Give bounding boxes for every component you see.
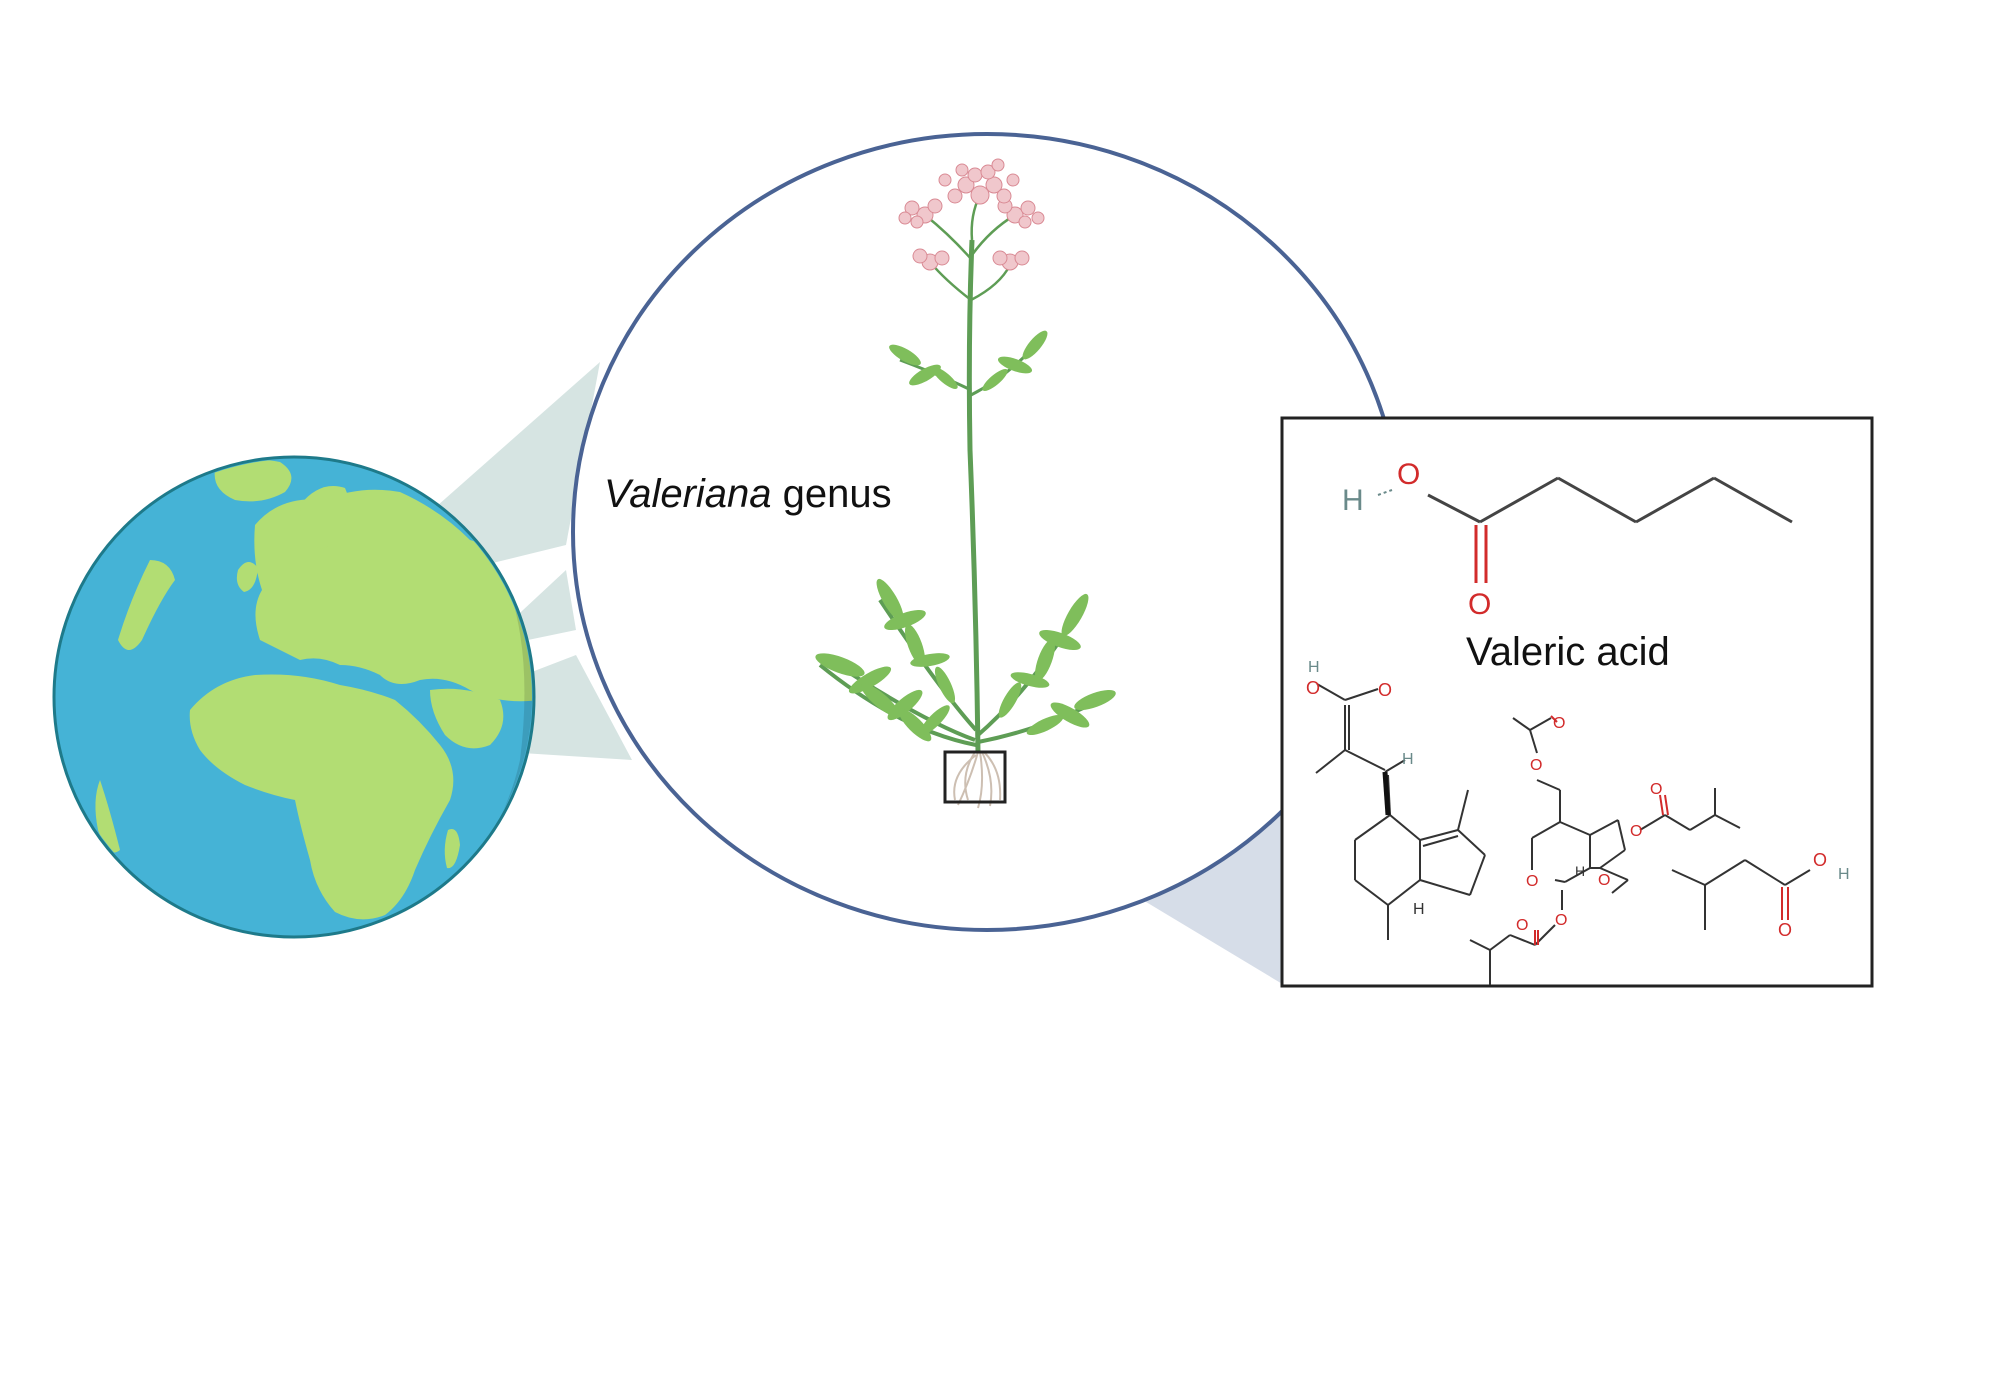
compound-label: Valeric acid xyxy=(1466,630,1670,674)
atom-o: O xyxy=(1468,588,1491,621)
atom-o: O xyxy=(1813,850,1827,870)
root-highlight-box xyxy=(943,750,1007,804)
atom-h: H xyxy=(1402,751,1414,768)
isovaleric-acid-structure: O H O xyxy=(1671,850,1850,940)
atom-o: O xyxy=(1553,715,1565,732)
valeric-acid-structure: H O O xyxy=(1342,458,1793,621)
valepotriate-structure: O O O H O O O O O xyxy=(1469,715,1741,985)
atom-o: O xyxy=(1516,917,1528,934)
atom-h: H xyxy=(1575,863,1585,879)
atom-h: H xyxy=(1413,901,1425,918)
atom-o: O xyxy=(1778,920,1792,940)
genus-label: Valeriana genus xyxy=(604,472,892,517)
atom-o: O xyxy=(1530,757,1542,774)
atom-o: O xyxy=(1397,458,1420,491)
magnifier-circle xyxy=(571,132,1403,932)
atom-o: O xyxy=(1650,781,1662,798)
compound-box xyxy=(1280,416,1874,988)
flower-clusters xyxy=(898,158,1045,271)
atom-h: H xyxy=(1308,659,1320,676)
globe-icon xyxy=(52,455,536,939)
genus-suffix: genus xyxy=(771,472,892,516)
valerenic-acid-structure: H O O H H xyxy=(1306,659,1486,940)
atom-o: O xyxy=(1598,872,1610,889)
genus-name: Valeriana xyxy=(604,472,772,516)
valerian-plant-illustration xyxy=(815,158,1116,809)
atom-o: O xyxy=(1378,680,1392,700)
atom-o: O xyxy=(1306,678,1320,698)
atom-o: O xyxy=(1630,823,1642,840)
atom-h: H xyxy=(1342,484,1364,517)
atom-o: O xyxy=(1555,912,1567,929)
atom-h: H xyxy=(1838,866,1850,883)
atom-o: O xyxy=(1526,873,1538,890)
